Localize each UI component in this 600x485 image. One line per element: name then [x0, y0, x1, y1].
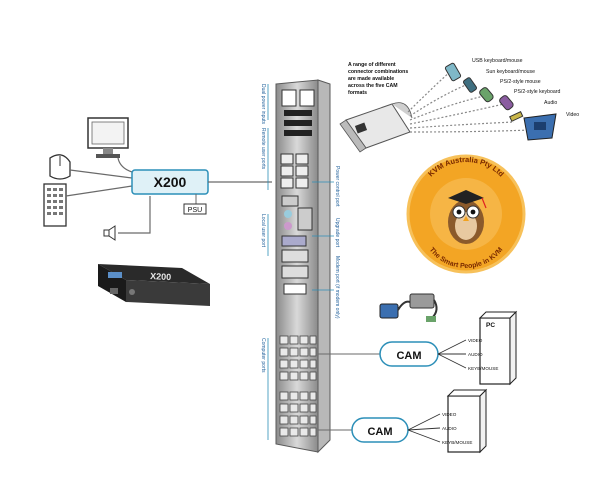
label-ps2-keyboard: PS/2-style keyboard [514, 89, 561, 95]
ps2-keyboard-connector-icon [499, 95, 514, 111]
usb-connector-icon [444, 62, 462, 82]
label-upgrade: Upgrade port [334, 218, 340, 248]
label-usb: USB keyboard/mouse [472, 58, 523, 64]
label-sun: Sun keyboard/mouse [486, 69, 535, 75]
kvm-australia-logo: KVM Australia Pty Ltd The Smart People i… [406, 154, 526, 274]
vga-connector-icon [523, 113, 557, 141]
label-local-user: Local user port [260, 214, 266, 248]
x200-label: X200 [154, 174, 187, 190]
pc-top-keyb: KEYB/MOUSE [468, 366, 498, 371]
svg-text:connector combinations: connector combinations [348, 69, 408, 75]
svg-text:formats: formats [348, 90, 367, 96]
pc-bottom-audio: AUDIO [442, 426, 457, 431]
cam-bottom-fanout [407, 413, 441, 443]
svg-text:A range of different: A range of different [348, 62, 396, 68]
pc-bottom-video: VIDEO [442, 412, 457, 417]
cam-adapter-photo [339, 102, 413, 153]
label-modem: Modem port (if modem only) [334, 256, 340, 319]
sun-connector-icon [462, 77, 478, 93]
svg-text:are made available: are made available [348, 76, 394, 82]
speaker-cable [118, 196, 151, 234]
label-ps2-mouse: PS/2-style mouse [500, 79, 541, 85]
label-remote-user: Remote user ports [260, 128, 266, 170]
speaker-icon [103, 225, 116, 241]
pc-top: PC VIDEO AUDIO KEYB/MOUSE [468, 310, 518, 386]
label-video: Video [566, 112, 579, 118]
label-computer-ports: Computer ports [260, 338, 266, 373]
rack-right-leaders [312, 181, 334, 291]
label-power-control: Power control port [334, 166, 340, 207]
mouse-cable [69, 169, 133, 179]
pc-bottom-keyb: KEYB/MOUSE [442, 440, 472, 445]
monitor-cable [117, 157, 133, 173]
keyboard-icon [43, 183, 67, 227]
svg-text:across the five CAM: across the five CAM [348, 83, 398, 89]
label-dual-power: Dual power inputs [260, 84, 266, 125]
monitor-icon [87, 117, 129, 158]
rack-switch [275, 79, 331, 454]
cam-bottom: CAM [351, 417, 409, 443]
pc-top-video: VIDEO [468, 338, 483, 343]
pc-top-audio: AUDIO [468, 352, 483, 357]
mouse-icon [49, 154, 71, 180]
cam-top: CAM [379, 341, 439, 367]
ps2-mouse-connector-icon [479, 87, 494, 103]
psu-label: PSU [188, 207, 202, 214]
cam-top-label: CAM [396, 350, 421, 362]
product-box-label: X200 [150, 271, 172, 282]
audio-jack-icon [509, 110, 524, 122]
label-audio: Audio [544, 100, 557, 106]
cam-bottom-label: CAM [367, 426, 392, 438]
x200-unit: X200 [131, 169, 209, 195]
cam-top-fanout [437, 339, 467, 369]
cam-cable-photo [379, 293, 438, 322]
cam-note: A range of different connector combinati… [348, 62, 408, 96]
keyboard-cable [65, 185, 133, 197]
psu-box: PSU [183, 194, 207, 215]
x200-product-photo: X200 [98, 264, 210, 306]
owl-mascot-icon [448, 190, 487, 244]
pc-top-title: PC [486, 322, 495, 329]
connector-cables [407, 69, 531, 133]
pc-bottom: VIDEO AUDIO KEYB/MOUSE [442, 388, 488, 454]
